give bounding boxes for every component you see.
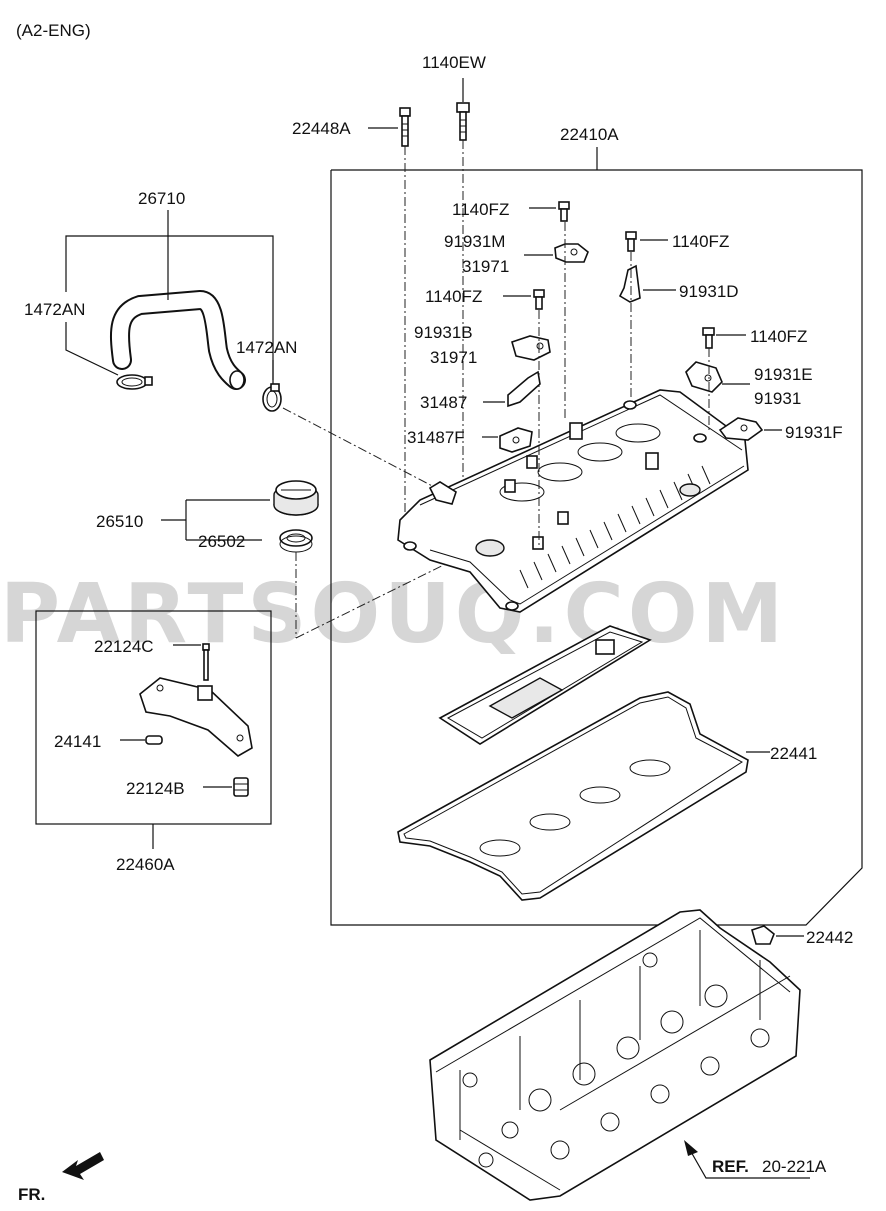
part-1472an-right[interactable]: 1472AN: [236, 338, 297, 357]
bracket-91931e-icon[interactable]: [685, 361, 723, 393]
plug-22124b-icon[interactable]: [233, 777, 249, 797]
part-91931e[interactable]: 91931E: [754, 365, 813, 384]
part-91931d[interactable]: 91931D: [679, 282, 739, 301]
filler-cap-seal-icon[interactable]: [279, 529, 313, 553]
bolt-1140fz-1-icon[interactable]: [558, 201, 570, 222]
bracket-91931f-icon[interactable]: [718, 417, 764, 441]
part-22410a[interactable]: 22410A: [560, 125, 619, 144]
breather-hose-icon[interactable]: [110, 289, 246, 390]
bracket-91931b-icon[interactable]: [511, 335, 551, 361]
bracket-91931d-icon[interactable]: [618, 264, 641, 303]
part-22448a[interactable]: 22448A: [292, 119, 351, 138]
part-91931m[interactable]: 91931M: [444, 232, 505, 251]
part-1472an-left[interactable]: 1472AN: [24, 300, 85, 319]
bolt-1140fz-4-icon[interactable]: [702, 327, 715, 349]
part-26510[interactable]: 26510: [96, 512, 143, 531]
part-91931f[interactable]: 91931F: [785, 423, 843, 442]
front-arrow-icon: [62, 1152, 104, 1180]
part-31487f[interactable]: 31487F: [407, 428, 465, 447]
part-22124c[interactable]: 22124C: [94, 637, 154, 656]
part-1140fz-4[interactable]: 1140FZ: [750, 327, 807, 346]
oil-separator-plate-icon[interactable]: [438, 625, 652, 745]
part-1140fz-1[interactable]: 1140FZ: [452, 200, 509, 219]
part-1140fz-2[interactable]: 1140FZ: [672, 232, 729, 251]
part-22460a[interactable]: 22460A: [116, 855, 175, 874]
front-direction-label: FR.: [18, 1185, 45, 1204]
bolt-1140ew-icon[interactable]: [456, 102, 470, 141]
bolt-1140fz-2-icon[interactable]: [625, 231, 637, 252]
part-26502[interactable]: 26502: [198, 532, 245, 551]
part-31487[interactable]: 31487: [420, 393, 467, 412]
bracket-group-frame: [35, 610, 272, 849]
ref-prefix: REF.: [712, 1157, 749, 1176]
hose-frame: [65, 210, 274, 392]
part-22441[interactable]: 22441: [770, 744, 817, 763]
ref-arrow-icon: [684, 1140, 810, 1179]
engine-variant-label: (A2-ENG): [16, 21, 91, 40]
bolt-1140fz-3-icon[interactable]: [533, 289, 545, 310]
half-moon-plug-icon[interactable]: [751, 925, 775, 945]
part-22124b[interactable]: 22124B: [126, 779, 185, 798]
hose-clamp-right-icon[interactable]: [262, 383, 282, 412]
bracket-31487f-icon[interactable]: [499, 427, 533, 453]
sensor-bracket-icon[interactable]: [139, 677, 253, 757]
watermark: PARTSOUQ.COM: [0, 567, 787, 662]
part-91931b[interactable]: 91931B: [414, 323, 473, 342]
sensor-screw-22124c-icon[interactable]: [202, 643, 210, 681]
oil-filler-cap-icon[interactable]: [273, 480, 319, 516]
bolt-22448a-icon[interactable]: [399, 107, 411, 147]
part-22442[interactable]: 22442: [806, 928, 853, 947]
cover-gasket-icon[interactable]: [397, 691, 749, 901]
part-31971-2[interactable]: 31971: [430, 348, 477, 367]
part-91931[interactable]: 91931: [754, 389, 801, 408]
part-1140fz-3[interactable]: 1140FZ: [425, 287, 482, 306]
hose-clamp-left-icon[interactable]: [116, 374, 153, 390]
cover-group-frame: [330, 147, 863, 926]
bracket-31487-icon[interactable]: [507, 370, 541, 408]
part-31971-1[interactable]: 31971: [462, 257, 509, 276]
part-26710[interactable]: 26710: [138, 189, 185, 208]
bracket-91931m-icon[interactable]: [554, 243, 589, 263]
cylinder-head-icon[interactable]: [429, 909, 801, 1201]
part-1140ew[interactable]: 1140EW: [422, 53, 486, 72]
cylinder-head-cover-icon[interactable]: [397, 389, 749, 613]
dowel-pin-24141-icon[interactable]: [145, 735, 163, 745]
ref-code[interactable]: 20-221A: [762, 1157, 827, 1176]
part-24141[interactable]: 24141: [54, 732, 101, 751]
